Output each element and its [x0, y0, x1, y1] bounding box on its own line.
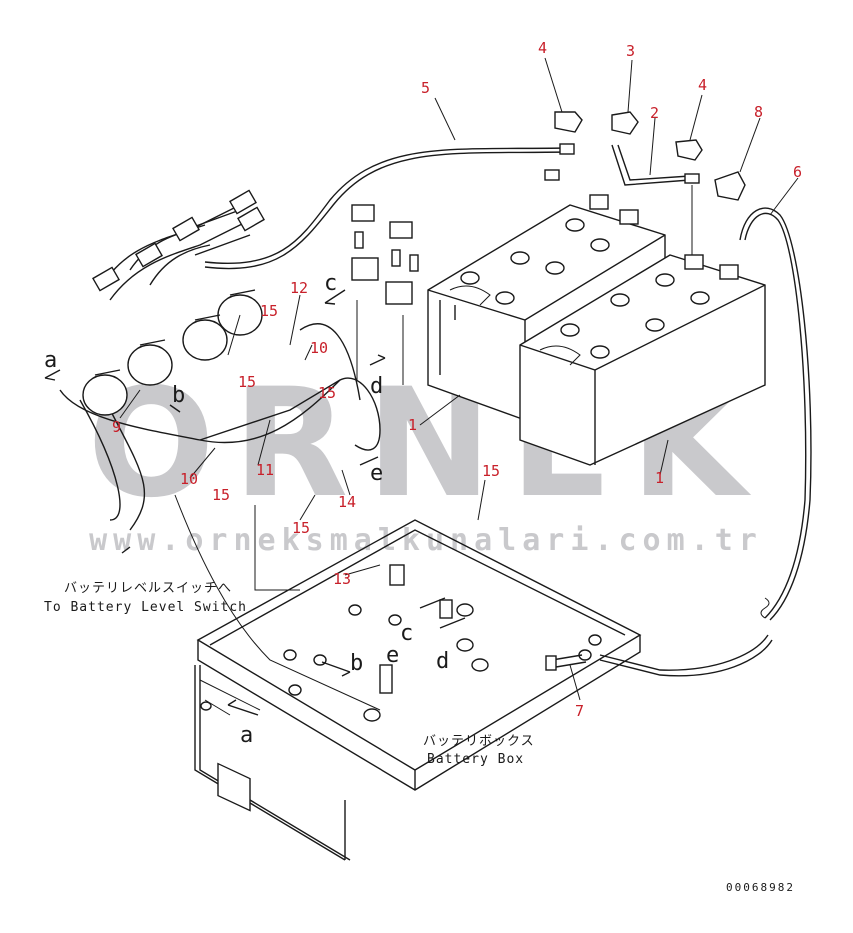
callout-10-left: 10: [180, 470, 198, 488]
callout-4-left: 4: [538, 39, 547, 57]
letter-a-top: a: [44, 348, 57, 373]
note-level-switch-jp: バッテリレベルスイッチへ: [64, 581, 232, 596]
callout-7: 7: [575, 702, 584, 720]
callout-11: 11: [256, 461, 274, 479]
terminal-clamps: [554, 111, 746, 280]
letter-d-top: d: [370, 374, 383, 399]
battery-right: [519, 254, 766, 466]
terminal-cover-3: [611, 111, 639, 135]
callout-15-b: 15: [238, 373, 256, 391]
callout-2: 2: [650, 104, 659, 122]
terminal-clamp-d: [719, 264, 739, 280]
letter-e-bottom: e: [386, 643, 399, 668]
terminal-clamp-a: [589, 194, 609, 210]
callout-6: 6: [793, 163, 802, 181]
note-battery-box-en: Battery Box: [427, 752, 524, 767]
callout-8: 8: [754, 103, 763, 121]
callout-13: 13: [333, 570, 351, 588]
callout-15-a: 15: [260, 302, 278, 320]
note-battery-box-jp: バッテリボックス: [423, 734, 535, 749]
terminal-cover-4-right: [675, 139, 703, 161]
letter-e-top: e: [370, 461, 383, 486]
callout-1-left: 1: [408, 416, 417, 434]
cables: [59, 143, 812, 711]
terminal-cover-4-left: [554, 111, 583, 133]
callout-1-right: 1: [655, 469, 664, 487]
watermark-url: www.orneksmalkunalari.com.tr: [89, 523, 763, 558]
letter-a-bottom: a: [240, 723, 253, 748]
callout-15-d: 15: [212, 486, 230, 504]
terminal-clamp-c: [684, 254, 704, 270]
battery-box: [194, 519, 642, 861]
callout-14: 14: [338, 493, 356, 511]
document-number: 00068982: [726, 881, 795, 894]
callout-3: 3: [626, 42, 635, 60]
letter-b-top: b: [172, 383, 185, 408]
callout-12: 12: [290, 279, 308, 297]
callout-15-c: 15: [318, 384, 336, 402]
callout-15-e: 15: [292, 519, 310, 537]
terminal-cover-8: [714, 171, 746, 201]
connection-letters: a a b b c c d d e e: [44, 271, 449, 748]
arrows: [44, 289, 466, 716]
callout-15-f: 15: [482, 462, 500, 480]
terminal-clamp-b: [619, 209, 639, 225]
letter-c-bottom: c: [400, 621, 413, 646]
callout-5: 5: [421, 79, 430, 97]
relays: [351, 204, 419, 305]
leader-lines: [119, 57, 799, 701]
letter-c-top: c: [324, 271, 337, 296]
notes: バッテリレベルスイッチへ To Battery Level Switch バッテ…: [44, 581, 795, 894]
callout-10-right: 10: [310, 339, 328, 357]
letter-d-bottom: d: [436, 649, 449, 674]
callout-9: 9: [112, 418, 121, 436]
callout-4-right: 4: [698, 76, 707, 94]
note-level-switch-en: To Battery Level Switch: [44, 600, 247, 615]
letter-b-bottom: b: [350, 651, 363, 676]
callouts: 1 1 2 3 4 4 5 6 7 8 9 10 10 11 12 13 14 …: [112, 39, 802, 720]
